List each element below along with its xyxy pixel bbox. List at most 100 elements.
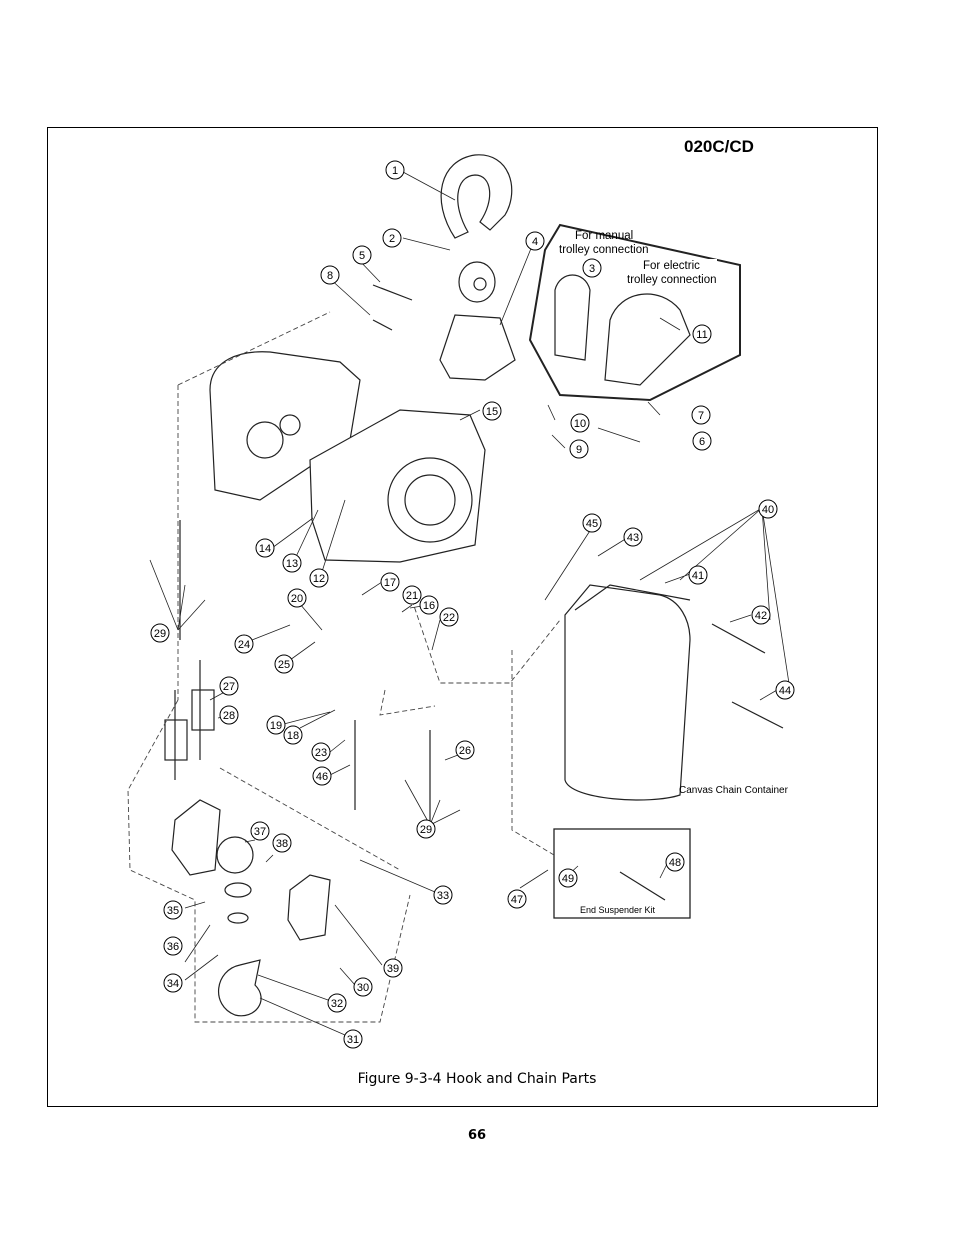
callout-label: 12 <box>313 573 325 585</box>
callout-label: 48 <box>669 857 681 869</box>
callout-label: 41 <box>692 570 704 582</box>
callout-23: 23 <box>311 742 331 762</box>
callout-13: 13 <box>282 553 302 573</box>
callout-39: 39 <box>383 958 403 978</box>
electric-note-line1: For electric <box>643 260 700 272</box>
callout-1: 1 <box>385 160 405 180</box>
callout-label: 3 <box>589 263 595 275</box>
callout-15: 15 <box>482 401 502 421</box>
callout-label: 22 <box>443 612 455 624</box>
callout-label: 37 <box>254 826 266 838</box>
callout-label: 33 <box>437 890 449 902</box>
callout-label: 49 <box>562 873 574 885</box>
chain-center <box>354 720 431 830</box>
end-suspender-kit-label: End Suspender Kit <box>580 905 656 915</box>
callout-label: 38 <box>276 838 288 850</box>
callout-49: 49 <box>558 868 578 888</box>
top-hook <box>440 154 513 239</box>
callout-label: 32 <box>331 998 343 1010</box>
callout-46: 46 <box>312 766 332 786</box>
callout-31: 31 <box>343 1029 363 1049</box>
callout-label: 20 <box>291 593 303 605</box>
callout-label: 14 <box>259 543 271 555</box>
figure-caption: Figure 9-3-4 Hook and Chain Parts <box>357 1071 597 1087</box>
callout-label: 45 <box>586 518 598 530</box>
callout-48: 48 <box>665 852 685 872</box>
callout-label: 29 <box>420 824 432 836</box>
callout-18: 18 <box>283 725 303 745</box>
hook-frame <box>439 314 516 381</box>
callout-label: 35 <box>167 905 179 917</box>
callout-label: 39 <box>387 963 399 975</box>
callout-label: 47 <box>511 894 523 906</box>
bottom-hook <box>218 959 262 1017</box>
callout-45: 45 <box>582 513 602 533</box>
callout-5: 5 <box>352 245 372 265</box>
callout-label: 28 <box>223 710 235 722</box>
callout-43: 43 <box>623 527 643 547</box>
callout-6: 6 <box>692 431 712 451</box>
callout-7: 7 <box>691 405 711 425</box>
electric-note-line2: trolley connection <box>627 274 717 286</box>
callout-label: 27 <box>223 681 235 693</box>
canvas-chain-container <box>564 584 691 801</box>
manual-note-line1: For manual <box>575 230 634 242</box>
callout-label: 34 <box>167 978 179 990</box>
callout-19: 19 <box>266 715 286 735</box>
callout-label: 44 <box>779 685 791 697</box>
callout-34: 34 <box>163 973 183 993</box>
callout-label: 5 <box>359 250 365 262</box>
callout-37: 37 <box>250 821 270 841</box>
callout-label: 25 <box>278 659 290 671</box>
callout-16: 16 <box>419 595 439 615</box>
callout-29: 29 <box>150 623 170 643</box>
callout-label: 7 <box>698 410 704 422</box>
callout-20: 20 <box>287 588 307 608</box>
callout-24: 24 <box>234 634 254 654</box>
callout-36: 36 <box>163 936 183 956</box>
model-number: 020C/CD <box>684 137 754 156</box>
callout-8: 8 <box>320 265 340 285</box>
callout-label: 9 <box>576 444 582 456</box>
figure-frame <box>47 127 878 1107</box>
callout-label: 42 <box>755 610 767 622</box>
callout-14: 14 <box>255 538 275 558</box>
callout-26: 26 <box>455 740 475 760</box>
callout-38: 38 <box>272 833 292 853</box>
callout-41: 41 <box>688 565 708 585</box>
right-housing <box>309 409 486 563</box>
callout-label: 11 <box>696 329 707 341</box>
callout-label: 19 <box>270 720 282 732</box>
canvas-container-label: Canvas Chain Container <box>679 785 788 796</box>
callout-label: 43 <box>627 532 639 544</box>
callout-label: 4 <box>532 236 538 248</box>
callout-11: 11 <box>692 324 712 344</box>
callout-label: 36 <box>167 941 179 953</box>
end-suspender-kit-box <box>553 828 691 919</box>
callout-2: 2 <box>382 228 402 248</box>
callout-21: 21 <box>402 585 422 605</box>
callout-label: 26 <box>459 745 471 757</box>
callout-label: 30 <box>357 982 369 994</box>
callout-33: 33 <box>433 885 453 905</box>
callout-17: 17 <box>380 572 400 592</box>
callout-label: 24 <box>238 639 250 651</box>
callout-label: 10 <box>574 418 586 430</box>
callout-27: 27 <box>219 676 239 696</box>
callout-40: 40 <box>758 499 778 519</box>
callout-label: 17 <box>384 577 396 589</box>
callout-47: 47 <box>507 889 527 909</box>
callout-12: 12 <box>309 568 329 588</box>
callout-label: 46 <box>316 771 328 783</box>
callout-10: 10 <box>570 413 590 433</box>
callout-label: 2 <box>389 233 395 245</box>
callout-label: 15 <box>486 406 498 418</box>
callout-label: 29 <box>154 628 166 640</box>
manual-trolley-note: For manual trolley connection <box>559 229 649 257</box>
callout-29: 29 <box>416 819 436 839</box>
callout-label: 31 <box>347 1034 359 1046</box>
callout-28: 28 <box>219 705 239 725</box>
callout-22: 22 <box>439 607 459 627</box>
callout-label: 6 <box>699 436 705 448</box>
